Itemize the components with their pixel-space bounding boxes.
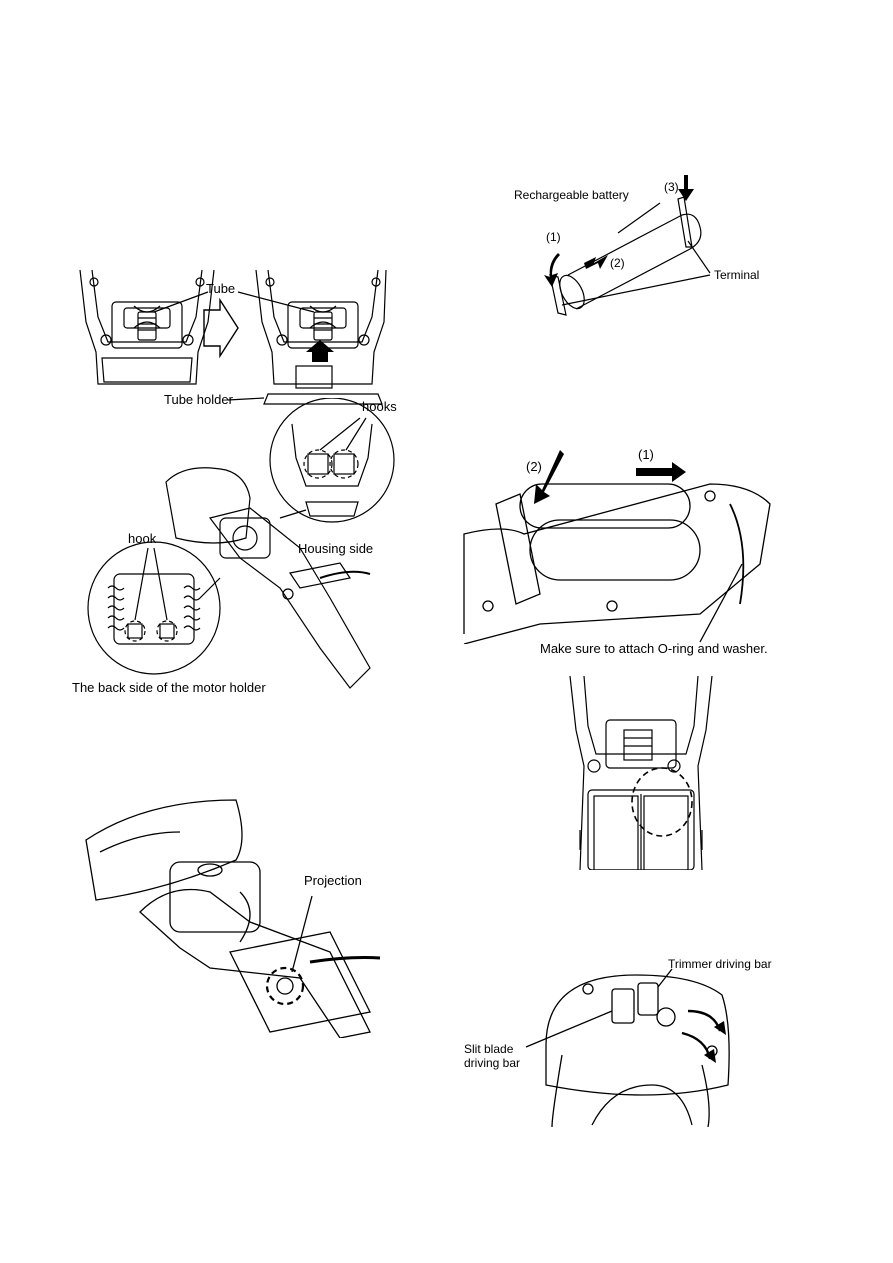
label-rechargeable-battery: Rechargeable battery	[514, 188, 629, 202]
label-tube: Tube	[206, 281, 236, 296]
figure-battery-insertion: (2) (1) Make sure to attach O-ring and w…	[460, 444, 790, 658]
housing-bottom-drawing	[569, 675, 713, 870]
label-battery-step3: (3)	[664, 180, 679, 194]
label-projection: Projection	[304, 873, 362, 888]
figure-driving-bars: Trimmer driving bar Slit blade driving b…	[462, 955, 792, 1127]
label-terminal: Terminal	[714, 268, 760, 282]
figure-housing-bottom	[566, 670, 716, 870]
motor-holder-drawing	[87, 398, 395, 689]
label-oring-washer-note: Make sure to attach O-ring and washer.	[540, 641, 768, 656]
battery-drawing	[544, 175, 711, 316]
figure-rechargeable-battery: Rechargeable battery (3) (1) (2) Termina…	[510, 175, 780, 325]
label-slit-blade-driving-bar: Slit blade driving bar	[464, 1042, 521, 1070]
label-insert-step1: (1)	[638, 447, 654, 462]
battery-insertion-drawing	[463, 450, 771, 644]
label-battery-step1: (1)	[546, 230, 561, 244]
label-battery-step2: (2)	[610, 256, 625, 270]
tube-holder-drawing	[79, 269, 387, 405]
label-tube-holder: Tube holder	[164, 392, 233, 407]
figure-motor-holder-hooks: hooks hook Housing side The back side of…	[70, 398, 400, 698]
figure-projection: Projection	[80, 792, 400, 1038]
figure-tube-holder: Tube Tube holder	[68, 262, 388, 412]
label-insert-step2: (2)	[526, 459, 542, 474]
label-hook: hook	[128, 531, 157, 546]
label-motor-holder-back: The back side of the motor holder	[72, 680, 266, 695]
label-housing-side: Housing side	[298, 541, 374, 556]
label-hooks: hooks	[362, 399, 397, 414]
label-trimmer-driving-bar: Trimmer driving bar	[668, 957, 772, 971]
driving-bars-drawing	[525, 968, 730, 1127]
projection-drawing	[85, 799, 381, 1038]
